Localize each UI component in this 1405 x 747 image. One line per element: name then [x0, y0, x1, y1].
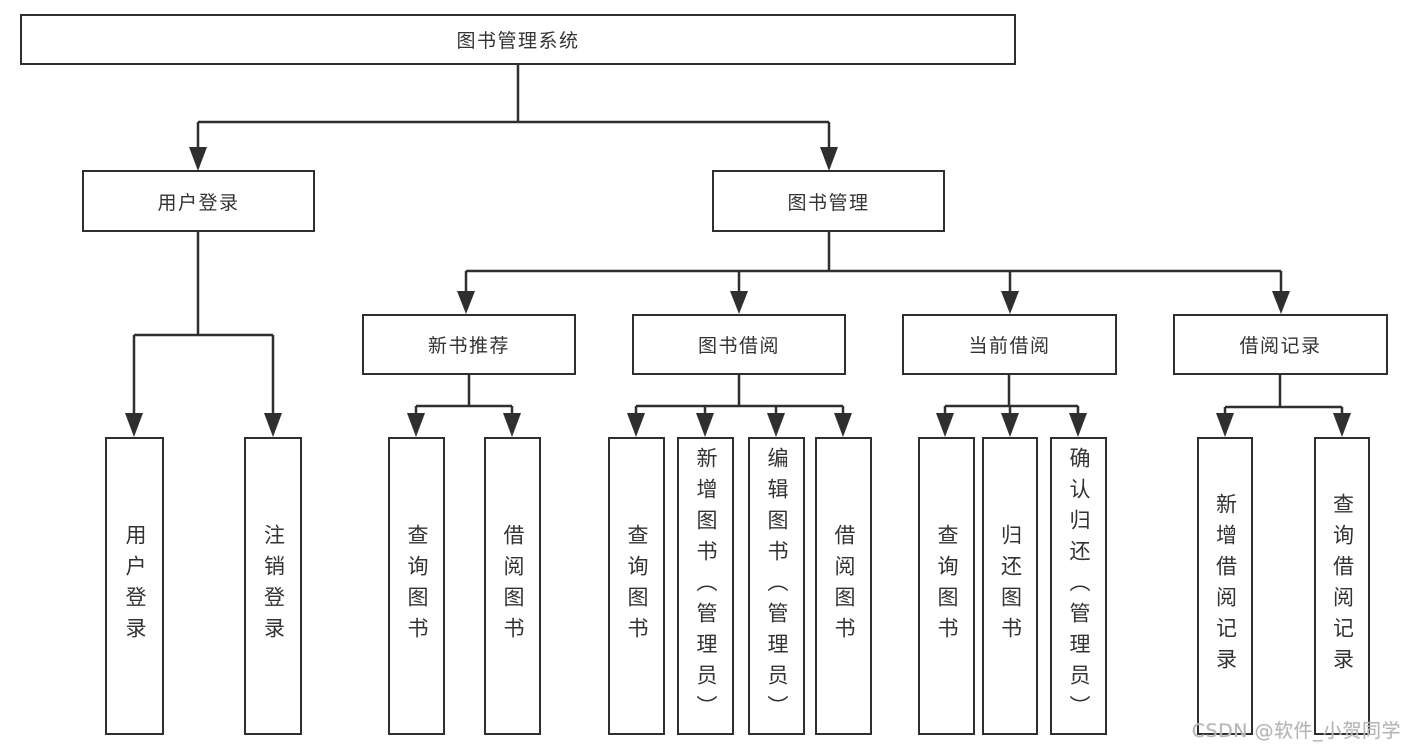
leaf-borrowing-borrow-books: 借阅图书: [815, 437, 872, 735]
connector-user-login-children: [125, 232, 282, 437]
leaf-records-query-record: 查询借阅记录: [1314, 437, 1370, 735]
node-root: 图书管理系统: [20, 14, 1016, 65]
leaf-current-return-books-label: 归还图书: [998, 524, 1023, 648]
watermark: CSDN @软件_小贺同学: [1191, 720, 1401, 742]
node-book-management: 图书管理: [712, 170, 945, 232]
leaf-recommend-borrow-books: 借阅图书: [484, 437, 541, 735]
node-new-book-recommend-label: 新书推荐: [427, 335, 510, 357]
leaf-current-query-books: 查询图书: [918, 437, 975, 735]
connector-new-book-recommend-children: [407, 375, 521, 437]
connector-borrowing-records-children: [1216, 375, 1351, 437]
leaf-borrowing-edit-books: 编辑图书（管理员）: [748, 437, 805, 735]
leaf-current-confirm-return-label: 确认归还（管理员）: [1067, 446, 1091, 726]
leaf-records-add-record: 新增借阅记录: [1197, 437, 1253, 735]
leaf-records-query-record-label: 查询借阅记录: [1330, 493, 1355, 679]
leaf-borrowing-edit-books-label: 编辑图书（管理员）: [765, 446, 789, 726]
node-current-borrowing: 当前借阅: [902, 314, 1117, 375]
leaf-logout-label: 注销登录: [261, 524, 286, 648]
leaf-records-add-record-label: 新增借阅记录: [1213, 493, 1238, 679]
node-borrowing-records: 借阅记录: [1173, 314, 1388, 375]
node-book-management-label: 图书管理: [787, 191, 870, 214]
leaf-borrowing-add-books-label: 新增图书（管理员）: [694, 446, 718, 726]
leaf-recommend-query-books: 查询图书: [388, 437, 445, 735]
leaf-borrowing-add-books: 新增图书（管理员）: [677, 437, 734, 735]
node-user-login: 用户登录: [82, 170, 315, 232]
node-current-borrowing-label: 当前借阅: [968, 335, 1051, 357]
leaf-recommend-borrow-books-label: 借阅图书: [501, 524, 525, 648]
connector-current-borrowing-children: [936, 375, 1087, 437]
connector-book-management-children: [457, 232, 1290, 314]
leaf-current-return-books: 归还图书: [982, 437, 1038, 735]
leaf-logout: 注销登录: [244, 437, 302, 735]
leaf-current-query-books-label: 查询图书: [935, 524, 959, 648]
leaf-user-login: 用户登录: [105, 437, 164, 735]
node-book-borrowing: 图书借阅: [632, 314, 846, 375]
connector-book-borrowing-children: [627, 375, 852, 437]
connector-root-to-level2: [189, 65, 838, 171]
leaf-borrowing-query-books: 查询图书: [608, 437, 665, 735]
node-root-label: 图书管理系统: [456, 30, 580, 52]
node-borrowing-records-label: 借阅记录: [1239, 335, 1322, 357]
leaf-recommend-query-books-label: 查询图书: [405, 524, 429, 648]
node-book-borrowing-label: 图书借阅: [697, 335, 780, 357]
leaf-current-confirm-return: 确认归还（管理员）: [1050, 437, 1107, 735]
leaf-borrowing-borrow-books-label: 借阅图书: [832, 524, 856, 648]
node-user-login-label: 用户登录: [157, 191, 240, 214]
node-new-book-recommend: 新书推荐: [362, 314, 576, 375]
leaf-borrowing-query-books-label: 查询图书: [625, 524, 649, 648]
leaf-user-login-label: 用户登录: [123, 524, 147, 648]
